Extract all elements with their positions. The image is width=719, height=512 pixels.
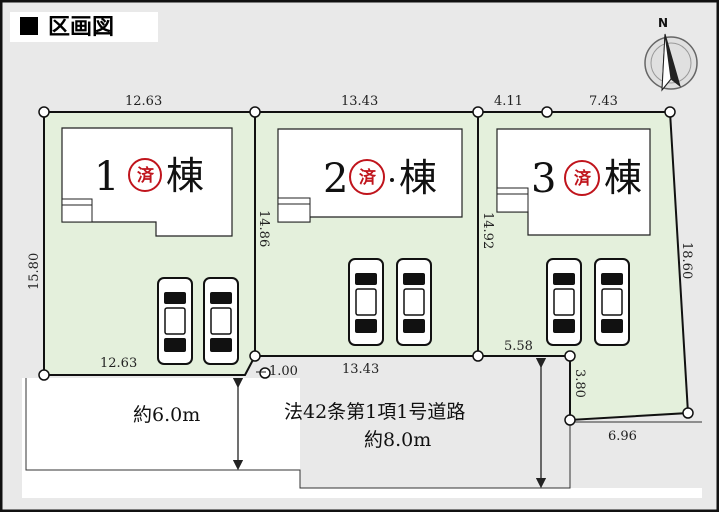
entrance-3 bbox=[496, 187, 529, 213]
boundary-markers bbox=[38, 106, 694, 426]
dim-lot3-right: 18.60 bbox=[679, 242, 694, 279]
dim-lot3-top-right: 7.43 bbox=[589, 94, 618, 109]
road-name: 法42条第1項1号道路 bbox=[284, 401, 465, 423]
car-icon bbox=[157, 277, 193, 365]
road-side-width: 約6.0m bbox=[133, 404, 200, 426]
dimension-labels: 12.63 12.63 15.80 13.43 13.43 14.86 4.11… bbox=[27, 94, 694, 444]
car-icon bbox=[546, 258, 582, 346]
car-icon bbox=[203, 277, 239, 365]
title-block: 区画図 bbox=[10, 12, 158, 42]
car-icon bbox=[396, 258, 432, 346]
north-compass: N bbox=[644, 16, 698, 92]
car-icon bbox=[594, 258, 630, 346]
lot-label-2: 2 済 棟 bbox=[323, 156, 437, 202]
lot-suffix-3: 棟 bbox=[604, 156, 642, 200]
lot-label-1: 1 済 棟 bbox=[94, 154, 204, 200]
dim-lot2-bottom: 13.43 bbox=[342, 362, 379, 377]
dim-lot1-left: 15.80 bbox=[27, 253, 42, 290]
title-square-icon bbox=[20, 17, 38, 35]
dim-lot3-step: 3.80 bbox=[572, 369, 587, 398]
north-label: N bbox=[658, 16, 668, 30]
dim-lot3-left: 14.92 bbox=[480, 212, 495, 249]
dim-lot1-top: 12.63 bbox=[125, 94, 162, 109]
entrance-2 bbox=[277, 197, 311, 223]
dim-lot3-top-left: 4.11 bbox=[494, 94, 523, 109]
entrance-1 bbox=[61, 198, 93, 223]
dim-lot2-top: 13.43 bbox=[341, 94, 378, 109]
page-title: 区画図 bbox=[48, 15, 114, 40]
lot-number-3: 3 bbox=[531, 156, 556, 202]
sold-stamp-icon bbox=[564, 160, 600, 196]
dim-lot2-left: 14.86 bbox=[256, 210, 271, 247]
dim-lot3-bottom-right: 6.96 bbox=[608, 429, 637, 444]
lot-number-2: 2 bbox=[323, 156, 348, 202]
sold-stamp-icon bbox=[128, 158, 162, 192]
sold-stamp-2: 済 bbox=[359, 167, 377, 188]
sold-stamp-icon bbox=[349, 159, 385, 195]
car-icon bbox=[348, 258, 384, 346]
parking-cars bbox=[157, 258, 630, 365]
sold-stamp-1: 済 bbox=[137, 165, 155, 186]
road-width-arrows bbox=[232, 357, 547, 489]
sold-stamp-3: 済 bbox=[574, 168, 592, 189]
lot-label-3: 3 済 棟 bbox=[531, 156, 642, 202]
dim-lot1-bottom: 12.63 bbox=[100, 356, 137, 371]
lot-suffix-1: 棟 bbox=[166, 154, 204, 198]
road-main-width: 約8.0m bbox=[364, 429, 431, 451]
lot-suffix-2: 棟 bbox=[399, 156, 437, 200]
dim-lot3-bottom-left: 5.58 bbox=[504, 339, 533, 354]
road-area bbox=[22, 378, 702, 498]
dim-gap: 1.00 bbox=[269, 364, 298, 379]
lot-number-1: 1 bbox=[94, 154, 119, 200]
